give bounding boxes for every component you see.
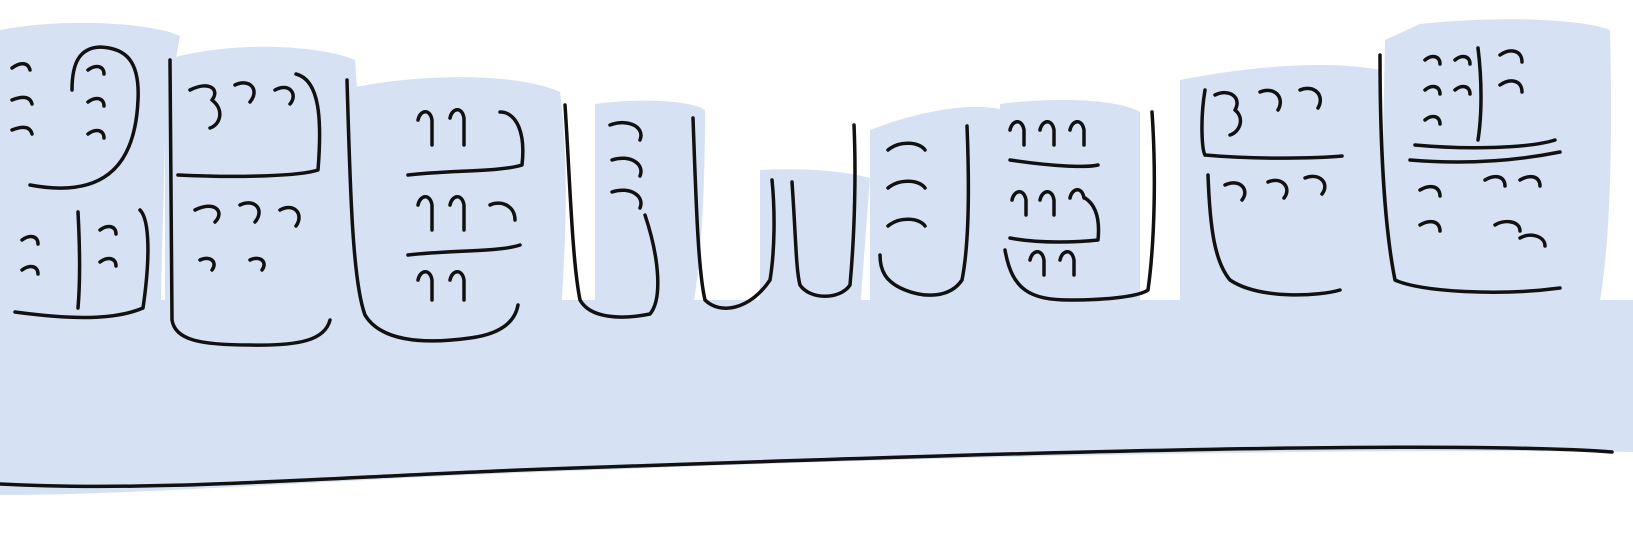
wash-blob-1 — [0, 22, 180, 330]
wash-blob-3 — [350, 77, 566, 340]
block-4-inner — [608, 120, 643, 210]
block-7-outline — [1003, 110, 1157, 302]
block-2-top — [176, 72, 322, 179]
wash-blob-7 — [1000, 99, 1140, 311]
block-9-inner — [1418, 49, 1547, 248]
blue-wash — [0, 19, 1633, 495]
block-4-outline — [563, 103, 660, 319]
block-3-inner — [406, 108, 525, 302]
block-5-right — [790, 123, 857, 298]
block-7-inner — [1008, 120, 1086, 277]
wash-blob-4 — [595, 100, 705, 320]
block-6-outline — [878, 124, 971, 297]
ground-line — [0, 445, 1614, 489]
wash-blob-5 — [760, 169, 870, 310]
block-9-top — [1408, 46, 1562, 164]
block-6-inner — [886, 141, 927, 228]
block-1-outline — [28, 45, 140, 190]
block-3-outline — [345, 78, 520, 343]
block-1-lower — [13, 208, 150, 320]
wash-band — [0, 300, 1633, 495]
block-2-inner — [188, 81, 301, 272]
block-5-outline — [691, 116, 776, 310]
block-8-inner — [1213, 86, 1327, 202]
block-1-inner — [10, 62, 118, 276]
ink-lines — [0, 45, 1614, 489]
block-9-outline — [1378, 53, 1562, 294]
wash-blob-6 — [870, 106, 1010, 310]
block-8-outline — [1200, 88, 1344, 297]
block-2-outline — [168, 58, 332, 347]
wash-blob-2 — [165, 46, 360, 340]
wash-blob-8 — [1180, 65, 1384, 310]
block-1-divider — [76, 210, 82, 310]
